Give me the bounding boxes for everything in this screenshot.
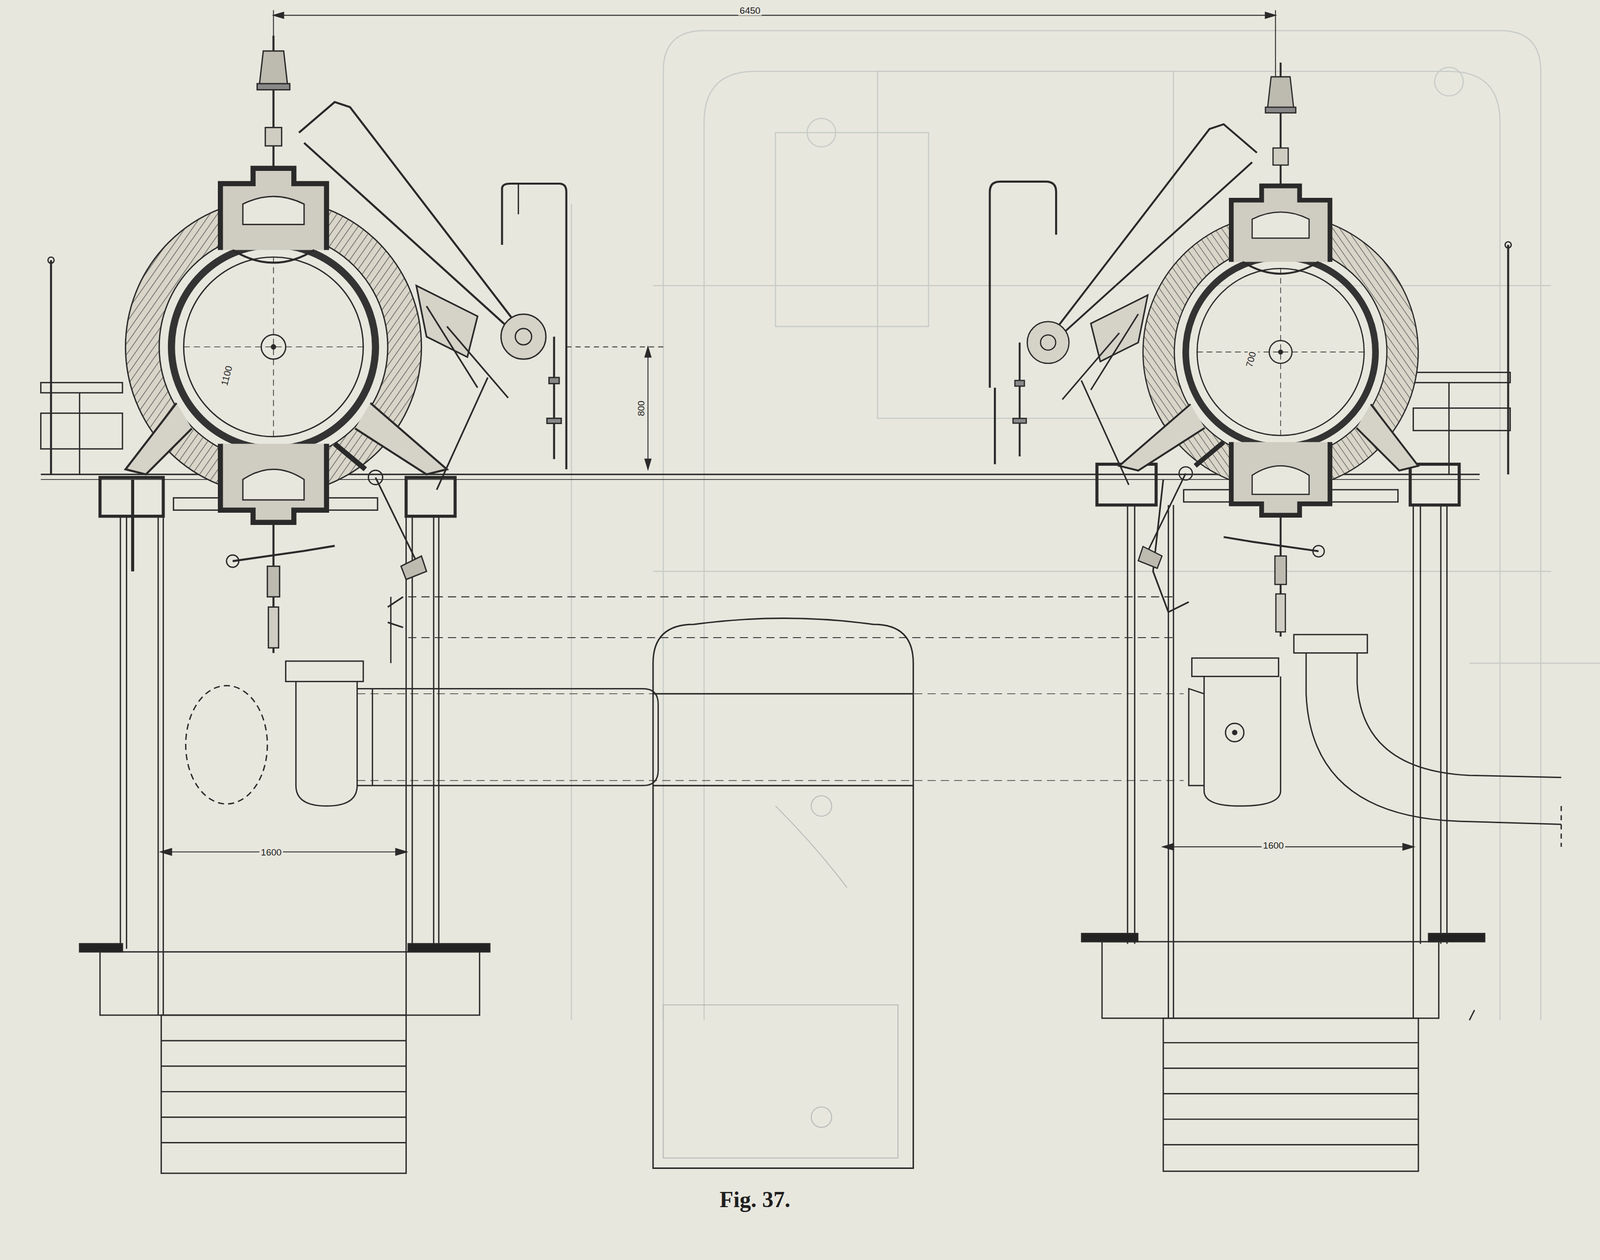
- dimension-label: 1600: [1261, 840, 1286, 851]
- figure-caption: Fig. 37.: [716, 1185, 794, 1214]
- dimension-label: 1100: [218, 363, 235, 389]
- dimension-label: 1600: [259, 847, 283, 858]
- dimension-label: 800: [635, 399, 647, 418]
- dimension-label: 6450: [738, 5, 762, 16]
